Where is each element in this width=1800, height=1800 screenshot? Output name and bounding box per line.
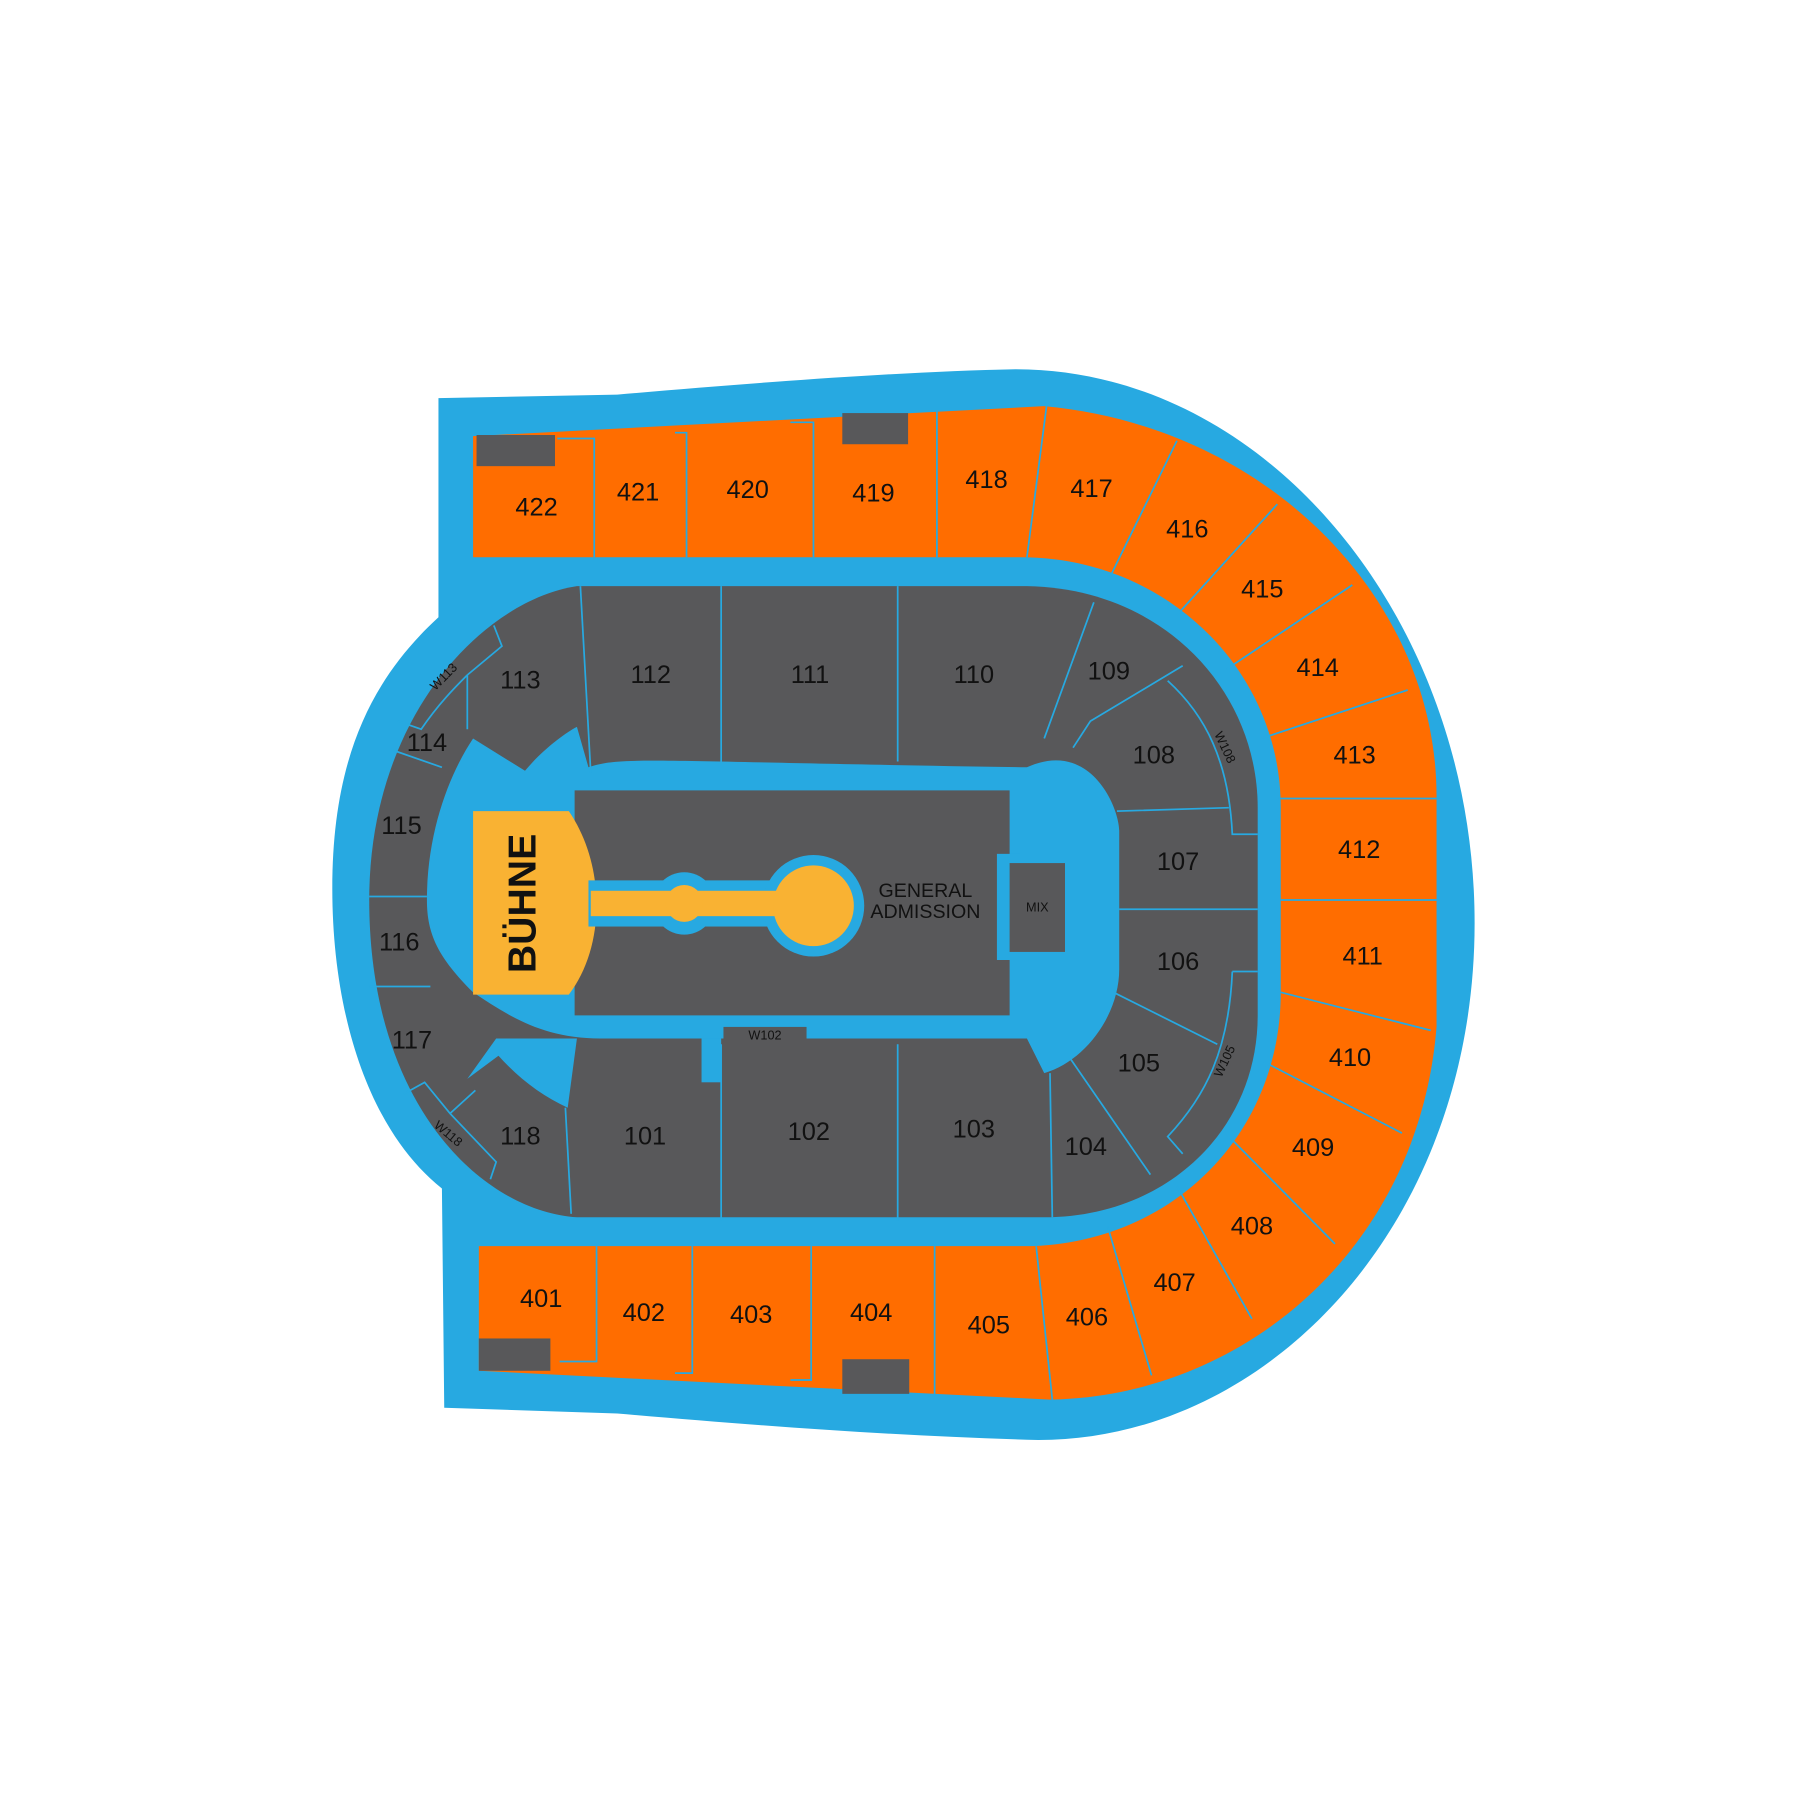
section-label[interactable]: 401 [520, 1285, 562, 1313]
b-stage [773, 865, 854, 947]
section-label[interactable]: 415 [1241, 575, 1283, 603]
section-label[interactable]: 111 [791, 661, 830, 689]
section-label[interactable]: 105 [1118, 1050, 1160, 1078]
vomitory [467, 1038, 577, 1108]
blocked-area [478, 1338, 551, 1371]
section-label[interactable]: 411 [1342, 942, 1382, 970]
section-label[interactable]: 108 [1133, 742, 1175, 770]
section-label[interactable]: 416 [1166, 515, 1208, 543]
section-label[interactable]: 412 [1338, 836, 1380, 864]
section-label[interactable]: 422 [515, 494, 557, 522]
floor-label-line2: ADMISSION [870, 901, 980, 923]
section-label[interactable]: 118 [500, 1122, 540, 1150]
mix-label: MIX [1026, 900, 1049, 914]
section-label[interactable]: 113 [500, 667, 540, 695]
section-label[interactable]: 103 [953, 1115, 995, 1143]
section-label[interactable]: 417 [1070, 475, 1112, 503]
section-label[interactable]: 419 [852, 480, 894, 508]
section-label[interactable]: 112 [631, 661, 671, 689]
section-label[interactable]: 104 [1065, 1133, 1107, 1161]
level-400-sections[interactable] [473, 406, 1437, 1400]
floor: BÜHNE GENERAL ADMISSION MIX [473, 790, 1065, 1016]
section-label[interactable]: 407 [1153, 1269, 1195, 1297]
level-400-dividers [557, 406, 1437, 1400]
section-label[interactable]: 414 [1297, 654, 1339, 682]
section-label[interactable]: 408 [1231, 1212, 1273, 1240]
wheelchair-section-label[interactable]: W102 [748, 1029, 781, 1043]
section-label[interactable]: 418 [965, 466, 1007, 494]
floor-label-line1: GENERAL [879, 880, 973, 902]
walkway [701, 1038, 722, 1083]
section-label[interactable]: 413 [1333, 742, 1375, 770]
section-label[interactable]: 106 [1157, 948, 1199, 976]
section-label[interactable]: 107 [1157, 848, 1199, 876]
section-label[interactable]: 421 [617, 479, 659, 507]
blocked-area [842, 1359, 910, 1394]
runway-node [665, 885, 703, 922]
level-100-dividers [369, 586, 1258, 1221]
section-label[interactable]: 409 [1292, 1134, 1334, 1162]
section-label[interactable]: 117 [392, 1027, 432, 1055]
section-label[interactable]: 402 [623, 1299, 665, 1327]
section-label[interactable]: 102 [788, 1118, 830, 1146]
level-400: 422 421 420 419 418 417 416 415 414 413 … [473, 406, 1437, 1400]
stage [473, 811, 597, 995]
mix-position [1009, 863, 1065, 952]
wheelchair-platform[interactable] [723, 1026, 807, 1044]
section-label[interactable]: 403 [730, 1301, 772, 1329]
section-label[interactable]: 115 [381, 812, 421, 840]
section-label[interactable]: 410 [1329, 1044, 1371, 1072]
section-label[interactable]: 406 [1066, 1304, 1108, 1332]
section-label[interactable]: 116 [379, 929, 419, 957]
section-label[interactable]: 109 [1088, 657, 1130, 685]
section-label[interactable]: 101 [624, 1122, 666, 1150]
section-label[interactable]: 110 [954, 661, 994, 689]
section-label[interactable]: 405 [968, 1312, 1010, 1340]
section-label[interactable]: 420 [727, 476, 769, 504]
section-label[interactable]: 404 [850, 1299, 892, 1327]
section-label[interactable]: 114 [407, 729, 447, 757]
stage-label: BÜHNE [500, 834, 544, 973]
blocked-area [842, 413, 909, 445]
blocked-area [476, 435, 555, 467]
